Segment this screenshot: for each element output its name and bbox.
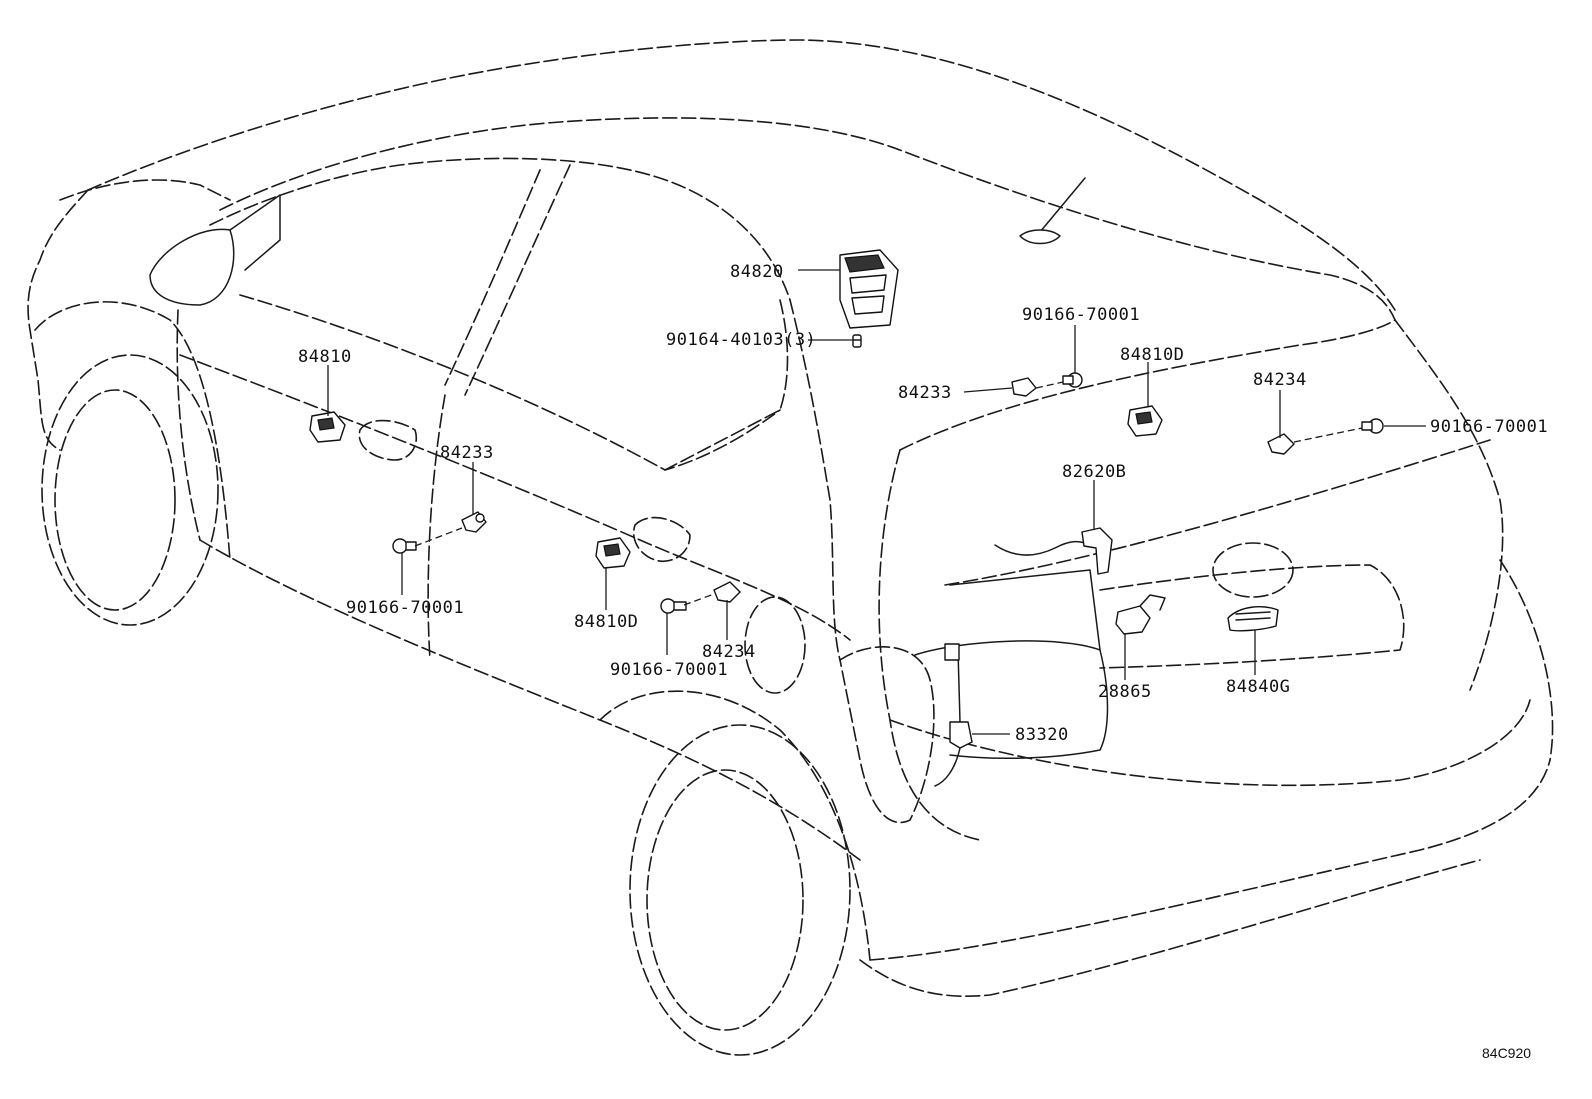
callout-90164-40103: 90164-40103(3) bbox=[666, 330, 816, 350]
hatch-emblem bbox=[1212, 542, 1294, 598]
switch-84810D-right[interactable] bbox=[1127, 405, 1163, 437]
callout-90166-top: 90166-70001 bbox=[1022, 305, 1140, 325]
rear-window-edge bbox=[664, 299, 789, 471]
hatch-right-edge bbox=[1394, 319, 1504, 691]
rear-bumper-lower bbox=[869, 759, 1551, 961]
callout-83320: 83320 bbox=[1015, 725, 1069, 745]
door-front-edge bbox=[176, 309, 201, 541]
callout-labels: 84820 90164-40103(3) 84810 84233 90166-7… bbox=[298, 262, 1548, 1061]
rear-wheel-arch bbox=[599, 690, 871, 961]
callout-84234-right: 84234 bbox=[1253, 370, 1307, 390]
rear-wheel-inner bbox=[646, 769, 804, 1031]
b-pillar bbox=[464, 164, 571, 396]
screw-90166-left[interactable] bbox=[392, 538, 417, 554]
callout-90166-bottom: 90166-70001 bbox=[610, 660, 728, 680]
switch-84810-left[interactable] bbox=[309, 411, 346, 443]
callout-84810D-left: 84810D bbox=[574, 612, 638, 632]
window-master-switch-84820[interactable] bbox=[839, 249, 899, 329]
cargo-floor-line bbox=[949, 569, 1101, 651]
rear-bumper-upper bbox=[889, 699, 1531, 787]
bracket-82620B[interactable] bbox=[1081, 527, 1113, 575]
front-door-handle bbox=[358, 419, 417, 461]
callout-28865: 28865 bbox=[1098, 682, 1152, 702]
side-window-lower bbox=[239, 294, 781, 471]
front-wheel-arch bbox=[34, 301, 231, 561]
rear-corner bbox=[859, 859, 1481, 998]
screw-90166-top[interactable] bbox=[1062, 372, 1083, 388]
rear-quarter bbox=[789, 299, 841, 661]
b-pillar-inner bbox=[444, 169, 541, 386]
callout-84234-left: 84234 bbox=[702, 642, 756, 662]
wire-harness-rear bbox=[994, 540, 1091, 556]
callout-84233-left: 84233 bbox=[440, 443, 494, 463]
switch-84233-left[interactable] bbox=[461, 511, 487, 533]
sensor-83320[interactable] bbox=[934, 643, 973, 787]
car-body-outline bbox=[27, 39, 1554, 1056]
callout-84820: 84820 bbox=[730, 262, 784, 282]
switch-84810D-left[interactable] bbox=[595, 537, 631, 569]
front-wheel-outer bbox=[41, 354, 219, 626]
cargo-tray bbox=[914, 640, 1109, 760]
hatch-top-edge bbox=[899, 319, 1396, 451]
tail-light-left bbox=[839, 646, 935, 824]
antenna-base bbox=[1019, 229, 1061, 245]
screw-90166-bottom[interactable] bbox=[660, 598, 687, 614]
callout-84233-right: 84233 bbox=[898, 383, 952, 403]
door-rear-edge bbox=[427, 394, 446, 661]
hatch-plate-recess bbox=[1099, 564, 1405, 669]
screw-90164-40103[interactable] bbox=[852, 334, 862, 348]
callout-84810-left: 84810 bbox=[298, 347, 352, 367]
hatch-glass-lower bbox=[944, 439, 1491, 586]
screw-90166-right[interactable] bbox=[1361, 418, 1384, 434]
fuel-door bbox=[744, 596, 806, 694]
windshield-outline bbox=[27, 189, 89, 451]
rocker-line bbox=[199, 539, 861, 861]
sensor-28865[interactable] bbox=[1115, 594, 1166, 635]
hatch-outer bbox=[878, 449, 981, 841]
callout-90166-right: 90166-70001 bbox=[1430, 417, 1548, 437]
front-wheel-inner bbox=[54, 389, 176, 611]
switch-84840G[interactable] bbox=[1227, 606, 1279, 632]
switch-84234-right[interactable] bbox=[1267, 433, 1295, 455]
antenna-mast bbox=[1039, 177, 1086, 233]
callout-84840G: 84840G bbox=[1226, 677, 1290, 697]
side-mirror-stem bbox=[229, 194, 281, 271]
parts bbox=[309, 249, 1384, 787]
rear-door-handle bbox=[633, 516, 691, 562]
roof-inner-line bbox=[219, 117, 1396, 321]
switch-84234-left[interactable] bbox=[713, 581, 741, 603]
body-belt-line bbox=[179, 354, 851, 641]
callout-90166-left: 90166-70001 bbox=[346, 598, 464, 618]
leader-lines bbox=[327, 269, 1426, 735]
diagram-reference-code: 84C920 bbox=[1482, 1045, 1531, 1061]
front-fender-outline bbox=[59, 179, 231, 201]
callout-82620B: 82620B bbox=[1062, 462, 1126, 482]
roof-outline bbox=[87, 39, 1396, 311]
side-mirror bbox=[149, 228, 235, 306]
callout-84810D-right: 84810D bbox=[1120, 345, 1184, 365]
side-window-upper bbox=[209, 157, 791, 301]
rear-wheel-outer bbox=[629, 724, 851, 1056]
switch-84233-right[interactable] bbox=[1011, 377, 1037, 397]
rear-bumper-side bbox=[1499, 559, 1554, 761]
